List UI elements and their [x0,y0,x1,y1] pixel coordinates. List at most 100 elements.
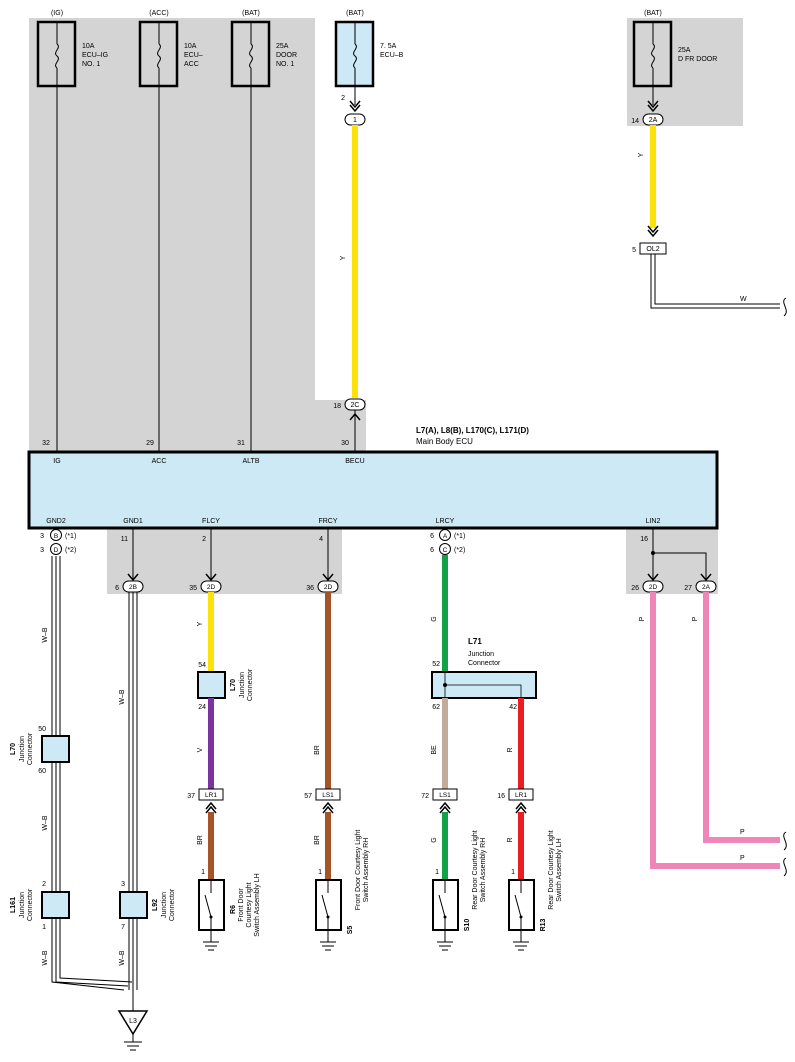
svg-text:11: 11 [121,536,128,543]
svg-text:BR: BR [197,835,204,845]
svg-text:ACC: ACC [152,458,167,465]
svg-text:D: D [54,547,59,554]
svg-text:32: 32 [42,440,50,447]
svg-text:24: 24 [198,704,206,711]
svg-text:W: W [740,296,747,303]
svg-text:ACC: ACC [184,61,199,68]
svg-text:L92: L92 [152,899,159,911]
svg-text:6: 6 [115,585,119,592]
svg-text:72: 72 [421,793,429,800]
chevron-down-icon [647,225,659,238]
svg-text:27: 27 [684,585,692,592]
svg-text:Front Door: Front Door [238,888,245,922]
svg-text:7: 7 [121,924,125,931]
svg-text:R6: R6 [230,905,237,914]
svg-text:2A: 2A [649,117,658,124]
svg-text:LS1: LS1 [322,792,334,799]
svg-text:50: 50 [38,726,46,733]
wire-break-icon [783,857,787,877]
svg-text:Connector: Connector [468,660,501,667]
svg-text:3: 3 [121,881,125,888]
lin2-branch: 16 2D 26 2A 27 P P P P [631,528,787,877]
fuse-wires [56,86,252,452]
svg-text:(*2): (*2) [65,547,76,554]
fuse-icon [249,22,253,86]
svg-text:6: 6 [430,533,434,540]
svg-text:Y: Y [197,621,204,626]
svg-text:3: 3 [40,533,44,540]
svg-text:Junction: Junction [468,651,494,658]
svg-text:36: 36 [306,585,314,592]
svg-text:DOOR: DOOR [276,52,297,59]
svg-text:LR1: LR1 [205,792,217,799]
svg-text:Junction: Junction [161,892,168,918]
svg-text:16: 16 [640,536,648,543]
svg-text:BR: BR [314,745,321,755]
svg-text:L70: L70 [10,743,17,755]
svg-text:2B: 2B [129,584,137,591]
chevron-up-icon [205,801,217,814]
fuse-icon [55,22,59,86]
panels [29,18,743,594]
svg-text:ECU–B: ECU–B [380,52,404,59]
svg-text:L70: L70 [230,679,237,691]
ecu-subtitle: Main Body ECU [416,437,473,446]
chevron-down-icon [349,100,361,113]
svg-text:Switch Assembly RH: Switch Assembly RH [480,838,487,903]
switch-icon [514,880,522,930]
svg-text:1: 1 [201,869,205,876]
svg-text:P: P [740,829,745,836]
switch-icon [204,880,212,930]
svg-text:1: 1 [42,924,46,931]
svg-text:W–B: W–B [119,950,126,966]
svg-text:Switch Assembly LH: Switch Assembly LH [254,873,261,936]
svg-text:1: 1 [353,117,357,124]
svg-text:GND1: GND1 [123,518,143,525]
svg-text:B: B [54,533,58,540]
svg-text:2: 2 [202,536,206,543]
svg-text:P: P [639,616,646,621]
upper-panel [29,18,366,452]
svg-text:30: 30 [341,440,349,447]
svg-text:5: 5 [632,247,636,254]
chevron-down-icon [205,573,217,582]
svg-text:ECU–: ECU– [184,52,203,59]
chevron-up-icon [349,412,361,421]
svg-text:LS1: LS1 [439,792,451,799]
chevron-down-icon [647,100,659,113]
svg-text:2D: 2D [324,584,333,591]
chevron-down-icon [647,573,659,582]
fuse-source: (BAT) [242,10,260,17]
svg-text:4: 4 [319,536,323,543]
svg-text:FLCY: FLCY [202,518,220,525]
svg-text:16: 16 [497,793,505,800]
svg-text:1: 1 [435,869,439,876]
gnd1-branch: 11 2B 6 W–B 3 7 L92 Junction Connector W… [115,528,176,990]
becu-wire: 2 1 Y 2C 18 [333,86,366,452]
svg-text:42: 42 [509,704,517,711]
chevron-down-icon [700,573,712,582]
svg-text:14: 14 [631,118,639,125]
svg-text:L161: L161 [10,897,17,913]
svg-text:R: R [507,747,514,752]
dfr-wire: 2A 14 Y OL2 5 W [631,86,787,317]
svg-text:OL2: OL2 [646,246,659,253]
svg-text:(*1): (*1) [65,533,76,540]
svg-text:2: 2 [42,881,46,888]
svg-text:Rear Door Courtesy Light: Rear Door Courtesy Light [548,830,555,909]
chevron-down-icon [322,573,334,582]
dfr-panel [627,18,743,126]
svg-text:60: 60 [38,768,46,775]
gnd2-branch: 3 B (*1) 3 D (*2) W–B 50 60 L70 Junction… [10,529,133,991]
svg-text:L71: L71 [468,637,482,646]
fuse-icon [353,22,357,86]
svg-text:BR: BR [314,835,321,845]
svg-text:Switch Assembly LH: Switch Assembly LH [556,838,563,901]
svg-text:57: 57 [304,793,312,800]
ground-l3: L3 [117,990,149,1051]
lower-panel-left [107,528,342,594]
switch-icon [321,880,329,930]
svg-text:Connector: Connector [247,668,254,701]
switch-s5: 1 S5 Front Door Courtesy Light Switch As… [315,830,370,951]
